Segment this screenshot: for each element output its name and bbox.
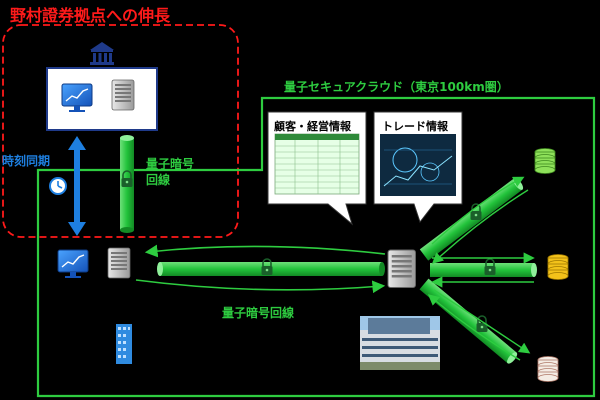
quantum-link-label-main: 量子暗号回線 (222, 306, 295, 320)
clock-icon (49, 177, 67, 195)
customer-info-callout (267, 111, 367, 226)
customer-info-label: 顧客・経営情報 (274, 120, 351, 133)
quantum-link-label-line1: 量子暗号 (146, 157, 195, 171)
arrow-to-hub (135, 279, 386, 294)
arrow-to-edge (144, 244, 386, 258)
arrow-upper-out (431, 176, 525, 245)
quantum-link-label-top: 量子暗号 回線 (146, 156, 194, 188)
arrow-lower-in (427, 294, 521, 361)
quantum-cloud-label: 量子セキュアクラウド（東京100km圏） (284, 80, 509, 94)
trade-thumbnail (380, 134, 456, 196)
cloud-edge-server-icon (107, 247, 131, 279)
time-sync-arrow (68, 136, 86, 236)
branch-extension-title: 野村證券拠点への伸長 (10, 6, 171, 25)
pipe-middle-right (430, 263, 537, 277)
hub-server-icon (387, 249, 417, 289)
datacenter-photo (360, 316, 440, 370)
cloud-frame (36, 96, 596, 398)
quantum-link-label-line2: 回線 (146, 173, 171, 187)
database-icon (534, 148, 556, 174)
bank-icon (90, 42, 114, 65)
cloud-monitor-icon (57, 249, 89, 279)
lock-icon (260, 258, 274, 276)
lock-icon (483, 258, 497, 276)
branch-server-icon (111, 79, 135, 111)
database-icon (537, 356, 559, 382)
arrow-lower-out (433, 289, 531, 354)
time-sync-label: 時刻同期 (2, 154, 51, 168)
trade-info-callout (373, 111, 463, 224)
branch-region-frame (2, 24, 239, 238)
database-icon (547, 254, 569, 280)
building-icon (116, 324, 132, 364)
trade-info-label: トレード情報 (382, 120, 448, 133)
lock-icon (469, 203, 483, 221)
arrow-upper-in (431, 189, 529, 264)
